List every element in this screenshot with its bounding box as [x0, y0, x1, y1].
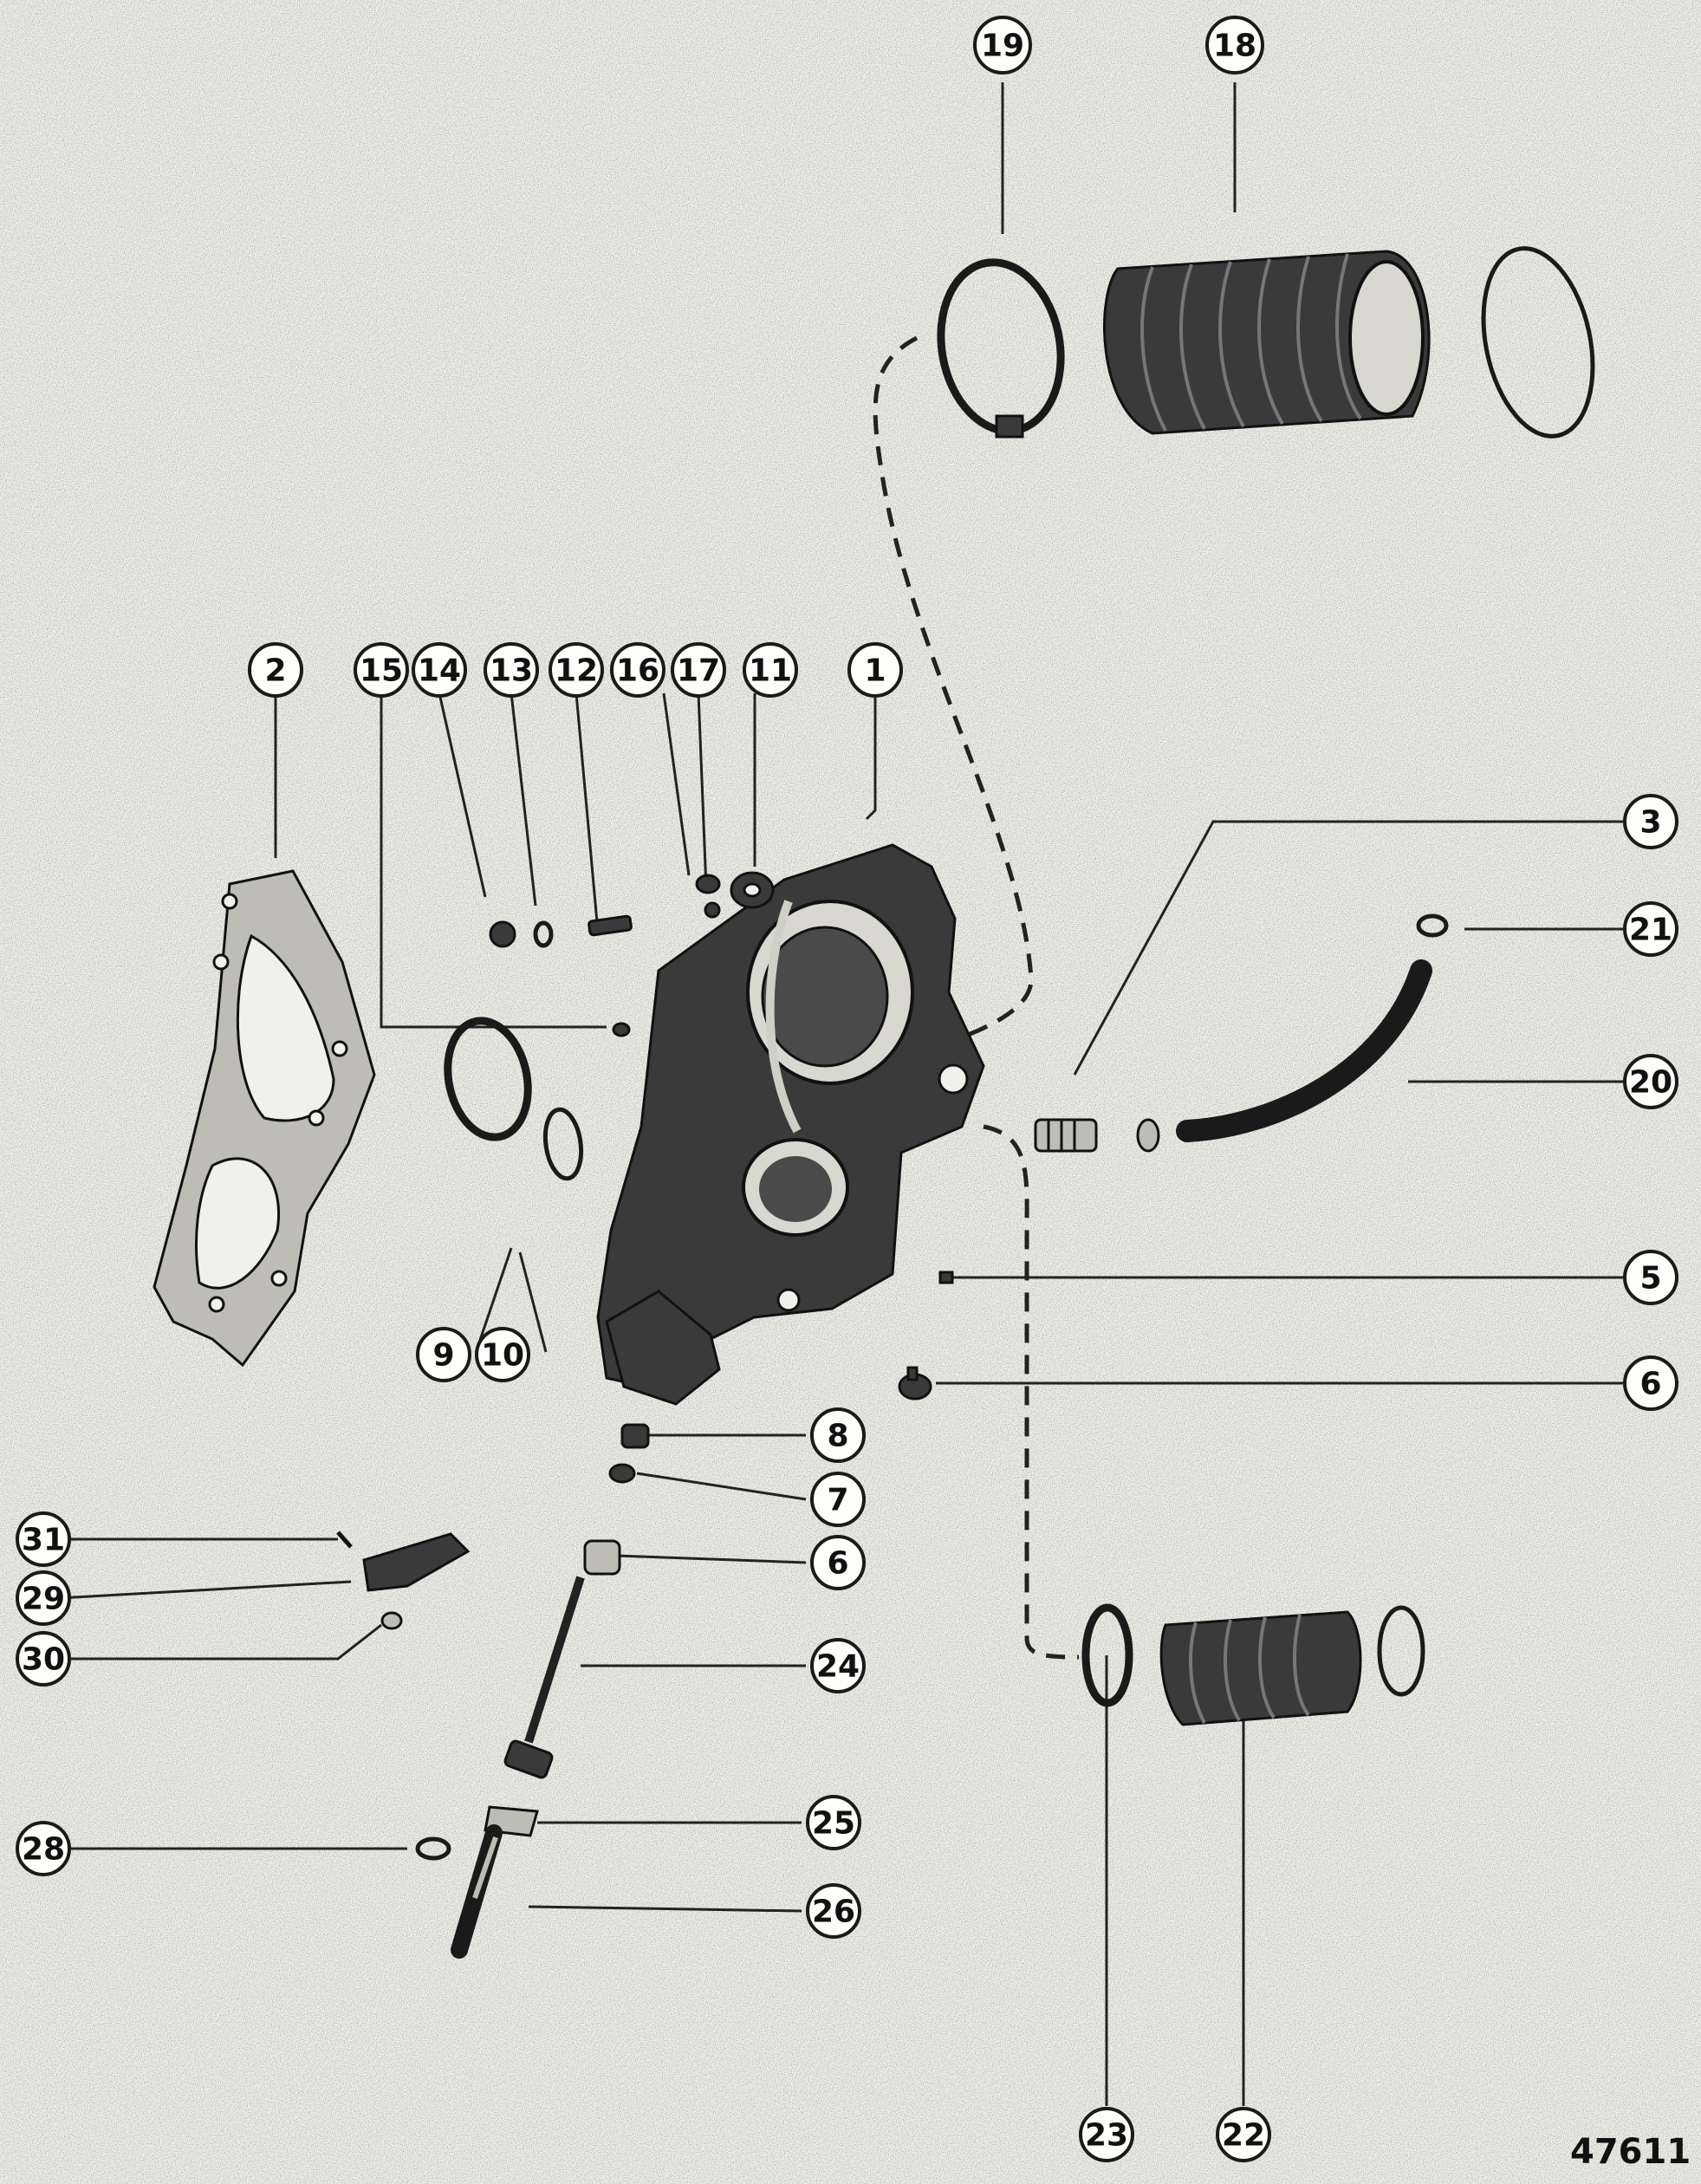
assembly-dash-lines: [866, 335, 1080, 1660]
callout-17: 16: [610, 642, 665, 698]
callout-11: 10: [475, 1327, 530, 1382]
svg-text:20: 20: [1629, 1065, 1672, 1101]
part-21-hose-clamp: [1136, 1118, 1160, 1153]
svg-text:16: 16: [616, 653, 659, 689]
svg-text:1: 1: [864, 653, 886, 689]
callout-21: 20: [1623, 1054, 1678, 1109]
callout-12: 11: [743, 642, 798, 698]
svg-text:2: 2: [264, 653, 286, 689]
part-9-nut: [620, 1423, 650, 1449]
svg-text:22: 22: [1222, 2118, 1265, 2154]
part-2-gasket: [153, 869, 376, 1368]
part-19-clamp-right: [1481, 246, 1595, 439]
svg-text:7: 7: [827, 1483, 848, 1518]
callout-14: 13: [484, 642, 539, 698]
svg-text:12: 12: [555, 653, 598, 689]
callout-9: 8: [810, 1407, 866, 1463]
svg-text:8: 8: [827, 1419, 848, 1454]
svg-text:29: 29: [22, 1582, 65, 1617]
svg-text:31: 31: [22, 1523, 65, 1558]
callout-5: 5: [1623, 1250, 1678, 1305]
part-28-o-ring: [415, 1836, 451, 1861]
callout-15: 14: [412, 642, 467, 698]
part-19-bellows: [1103, 250, 1431, 435]
part-23-clamp-right: [1377, 1605, 1425, 1697]
callout-13: 12: [549, 642, 604, 698]
part-31-pin: [336, 1531, 353, 1549]
svg-text:23: 23: [1085, 2118, 1128, 2154]
part-30-washer: [380, 1611, 403, 1630]
callout-24: 23: [1079, 2107, 1134, 2162]
part-1-housing: [596, 843, 985, 1406]
svg-text:30: 30: [22, 1642, 65, 1678]
callout-22: 21: [1623, 901, 1678, 957]
svg-text:5: 5: [1639, 1261, 1661, 1297]
part-11-o-ring: [542, 1107, 584, 1181]
part-5-plug: [938, 1271, 954, 1284]
part-21-hose: [1176, 959, 1432, 1142]
callout-25: 24: [810, 1638, 866, 1693]
svg-text:9: 9: [432, 1338, 454, 1374]
part-8-washer: [608, 1463, 636, 1484]
svg-text:21: 21: [1629, 913, 1672, 948]
part-18-nut: [695, 874, 721, 894]
part-27-shaft: [451, 1824, 503, 1959]
part-24-clamp: [1081, 1603, 1133, 1707]
svg-text:17: 17: [677, 653, 720, 689]
svg-text:24: 24: [816, 1649, 860, 1685]
svg-text:11: 11: [749, 653, 792, 689]
svg-text:28: 28: [22, 1832, 65, 1868]
callout-30: 30: [16, 1631, 71, 1687]
leader-lines: [58, 82, 1623, 2106]
part-23-bellows: [1159, 1610, 1362, 1726]
callout-10: 9: [416, 1327, 471, 1382]
svg-text:15: 15: [360, 653, 403, 689]
part-29-lever: [362, 1532, 471, 1592]
svg-text:10: 10: [481, 1338, 524, 1374]
callout-20: 19: [973, 16, 1032, 75]
callout-28: 28: [16, 1821, 71, 1876]
callout-27: 26: [806, 1883, 861, 1939]
part-14-o-ring: [533, 920, 554, 948]
part-16-plug: [612, 1022, 631, 1037]
part-15-ball: [489, 920, 516, 948]
callout-6: 6: [1623, 1355, 1678, 1411]
part-3-fitting: [1034, 1118, 1098, 1153]
svg-text:18: 18: [1213, 29, 1256, 64]
svg-text:26: 26: [812, 1895, 855, 1930]
callout-7: 6: [810, 1535, 866, 1590]
svg-text:25: 25: [812, 1806, 855, 1842]
callout-8: 7: [810, 1472, 866, 1527]
svg-text:6: 6: [827, 1546, 848, 1582]
callout-26: 25: [806, 1795, 861, 1850]
part-12-seal-bore: [743, 882, 762, 898]
callout-16: 15: [354, 642, 409, 698]
callout-1: 1: [847, 642, 903, 698]
drawing-number: 47611: [1570, 2132, 1691, 2172]
callout-31: 31: [16, 1511, 71, 1567]
part-20-clamp-screw: [995, 414, 1024, 439]
part-7-bushing: [583, 1539, 621, 1576]
callout-3: 3: [1623, 794, 1678, 849]
part-25-shaft: [503, 1576, 585, 1779]
callout-18: 17: [671, 642, 726, 698]
svg-text:3: 3: [1639, 805, 1661, 841]
part-13-stud: [588, 914, 633, 937]
part-10-o-ring: [444, 1017, 532, 1141]
svg-text:6: 6: [1639, 1367, 1661, 1402]
svg-text:14: 14: [418, 653, 461, 689]
callout-19: 18: [1205, 16, 1264, 75]
part-17-washer: [704, 901, 721, 919]
part-22-clamp: [1416, 913, 1449, 938]
callout-2: 2: [248, 642, 303, 698]
callout-29: 29: [16, 1570, 71, 1626]
svg-text:19: 19: [981, 29, 1024, 64]
part-6-screw: [898, 1366, 932, 1401]
svg-text:13: 13: [490, 653, 533, 689]
callout-23: 22: [1216, 2107, 1271, 2162]
